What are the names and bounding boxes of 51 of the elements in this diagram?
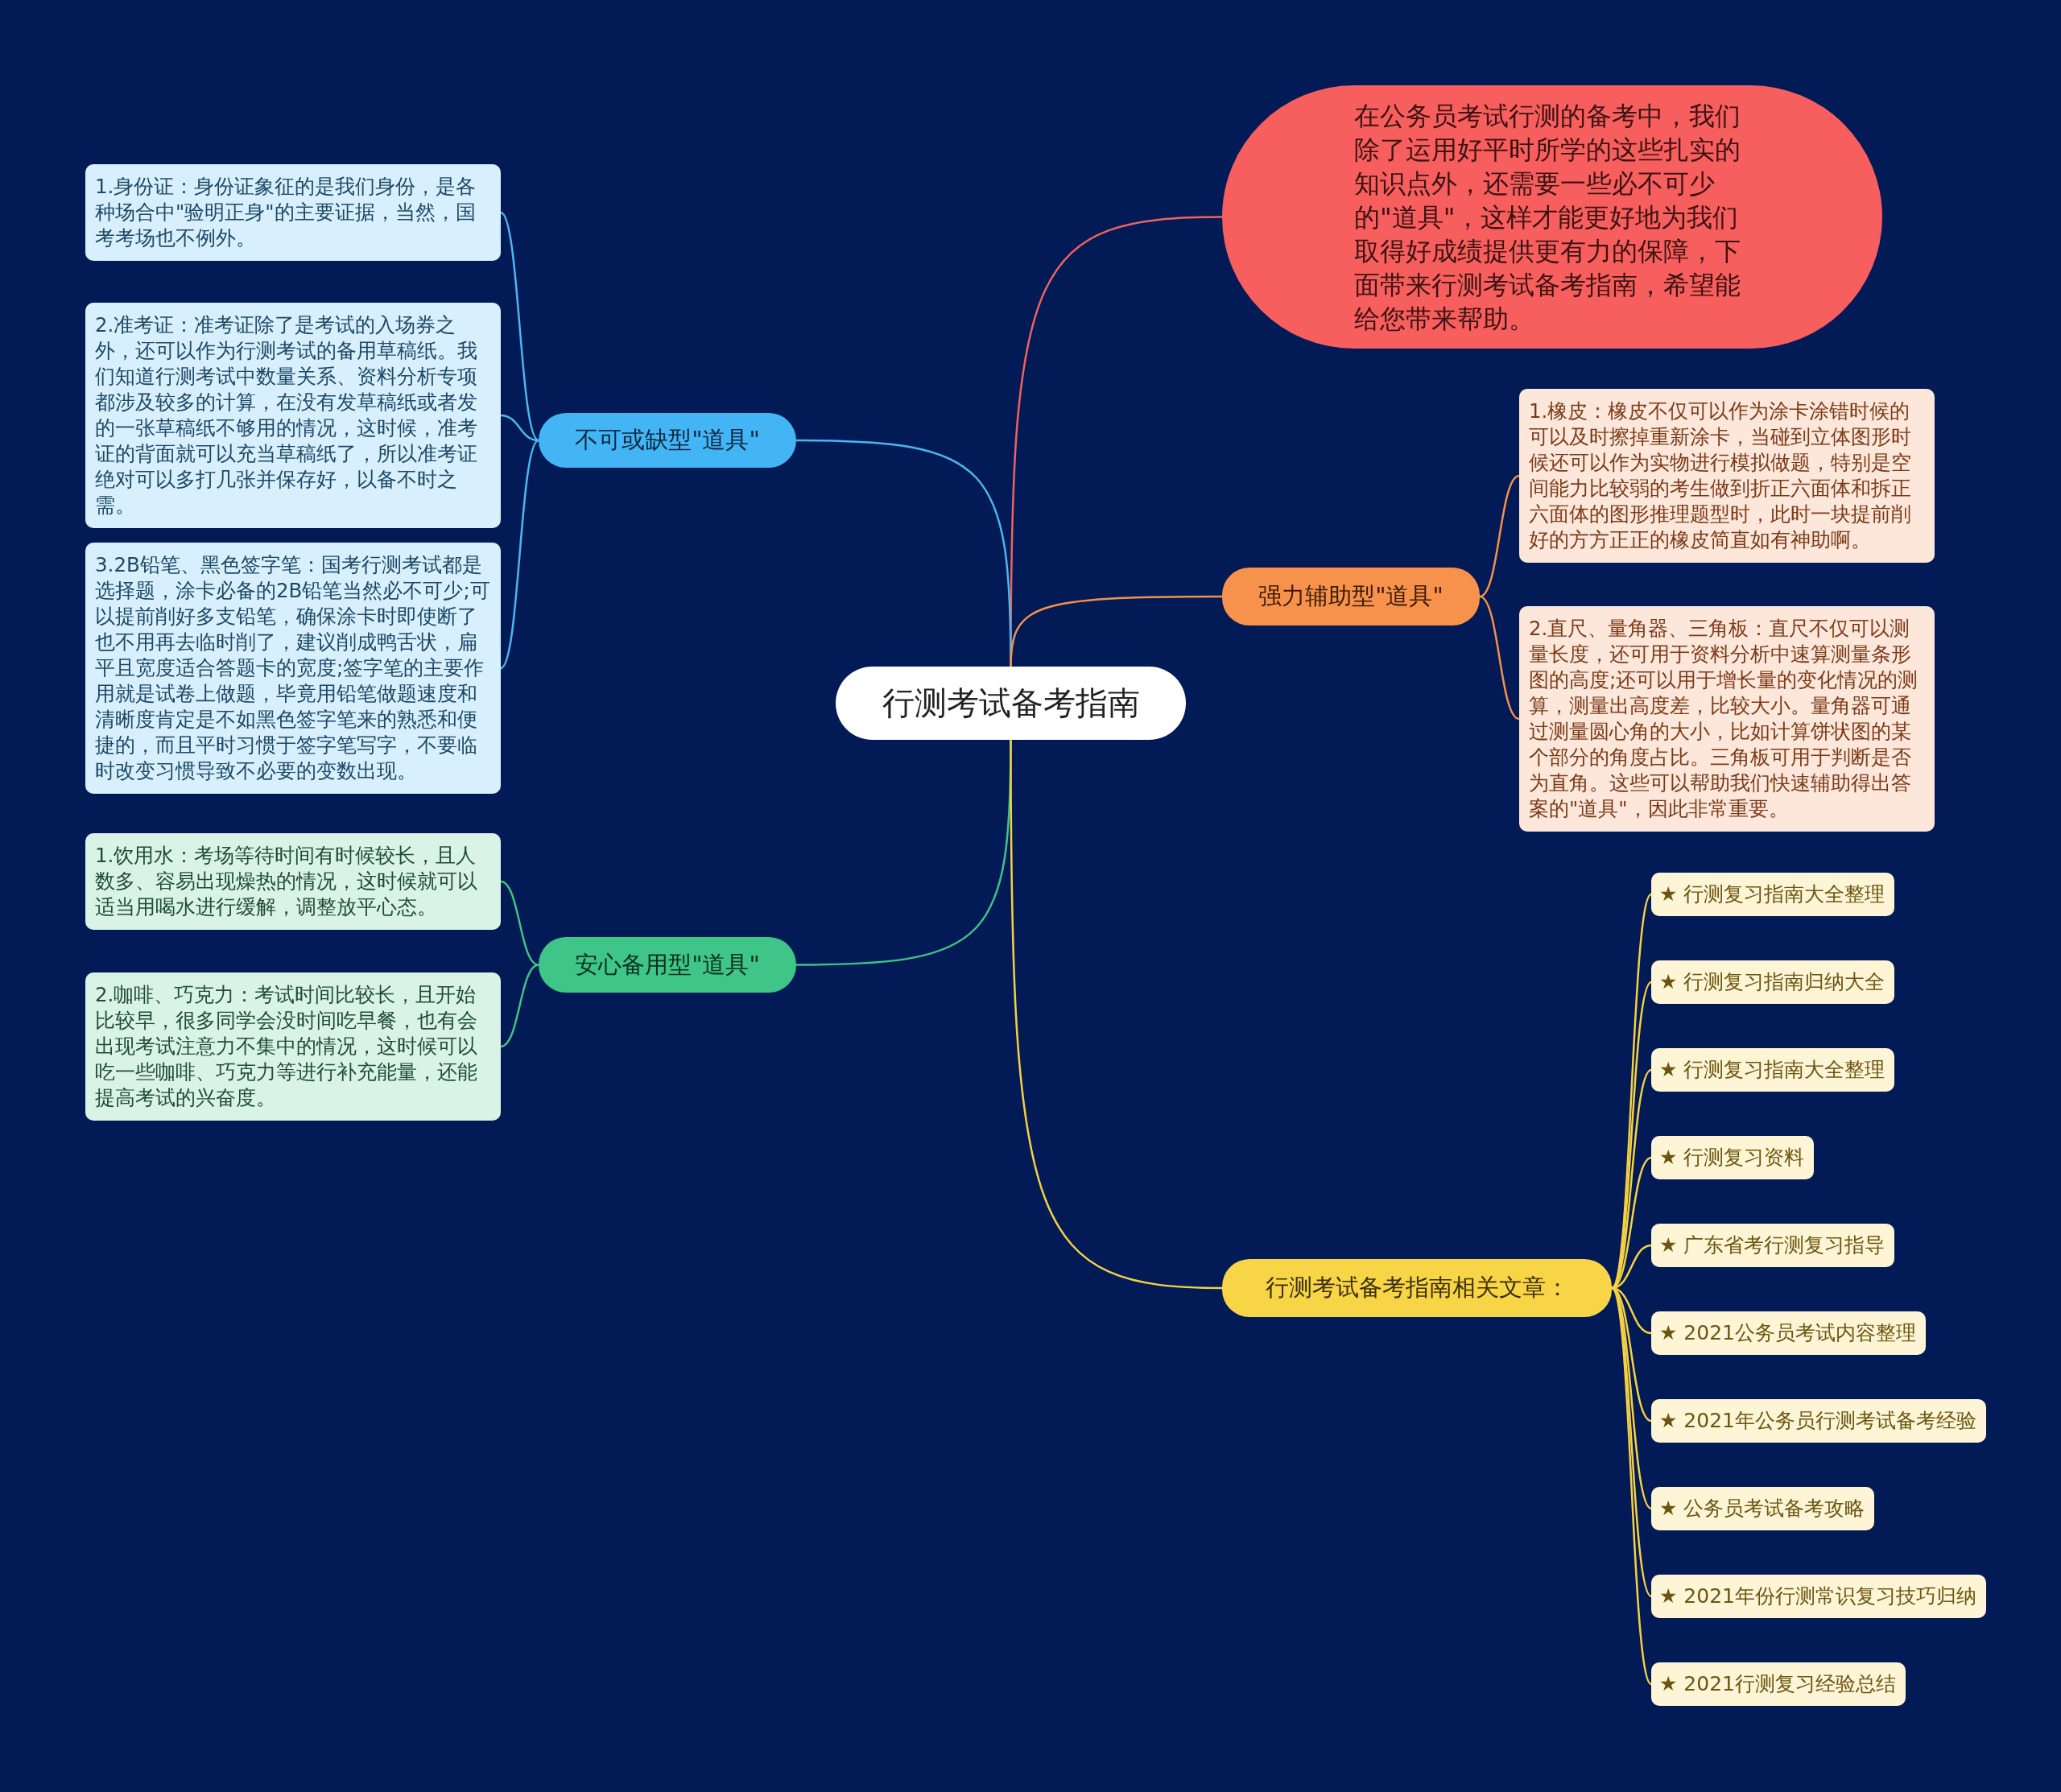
branch-label: 安心备用型"道具" [575,949,760,980]
connector-line [1010,738,1223,1290]
article-title: ★ 2021公务员考试内容整理 [1659,1321,1916,1345]
note-text: 1.身份证：身份证象征的是我们身份，是各种场合中"验明正身"的主要证据，当然，国考考场也不例外。 [95,174,477,251]
article-link-card [1651,873,1895,916]
note-text: 1.饮用水：考场等待时间有时候较长，且人数多、容易出现燥热的情况，这时候就可以适当用喝水进行缓解，调整放平心态。 [95,843,478,920]
connector-line [500,212,539,441]
note-text: 1.橡皮：橡皮不仅可以作为涂卡涂错时候的可以及时擦掉重新涂卡，当碰到立体图形时候还可以作为实物进行模拟做题，特别是空间能力比较弱的考生做到折正六面体和拆正六面体的图形推理题型时，此时一块提前削好的方方正正的橡皮简直如有神助啊。 [1529,398,1912,553]
note-card [85,303,501,528]
branch-label: 不可或缺型"道具" [575,425,760,455]
note-text: 3.2B铅笔、黑色签字笔：国考行测考试都是选择题，涂卡必备的2B铅笔当然必不可少;可以提前削好多支铅笔，确保涂卡时即使断了也不用再去临时削了，建议削成鸭舌状，扁平且宽度适合答题卡的宽度;签字笔的主要作用就是试卷上做题，毕竟用铅笔做题速度和清晰度肯定是不如黑色签字笔来的熟悉和便捷的，而且平时习惯于签字笔写字，不要临时改变习惯导致不必要的变数出现。 [95,552,491,784]
note-text: 2.直尺、量角器、三角板：直尺不仅可以测量长度，还可用于资料分析中速算测量条形图的高度;还可以用于增长量的变化情况的测算，测量出高度差，比较大小。量角器可通过测量圆心角的大小，比如计算饼状图的某个部分的角度占比。三角板可用于判断是否为直角。这些可以帮助我们快速辅助得出答案的"道具"，因此非常重要。 [1529,616,1919,822]
article-title: ★ 行测复习指南大全整理 [1659,882,1885,906]
article-link-card [1651,1575,1986,1618]
article-link-card [1651,1048,1895,1092]
article-link-card [1651,960,1895,1004]
branch-topic [1222,1259,1612,1317]
connector-line [500,964,539,1048]
article-title: ★ 2021年公务员行测考试备考经验 [1659,1409,1976,1433]
connector-line [1611,1287,1652,1597]
note-text: 2.准考证：准考证除了是考试的入场券之外，还可以作为行测考试的备用草稿纸。我们知道行测考试中数量关系、资料分析专项都涉及较多的计算，在没有发草稿纸或者发的一张草稿纸不够用的情况，这时候，准考证的背面就可以充当草稿纸了，所以准考证绝对可以多打几张并保存好，以备不时之需。 [95,312,478,518]
article-link-card [1651,1136,1815,1179]
article-link-card [1651,1487,1875,1530]
connector-line [1479,595,1520,721]
note-card [85,164,501,261]
note-card [85,833,501,930]
connector-line [1611,981,1652,1289]
article-title: ★ 广东省考行测复习指导 [1659,1233,1885,1257]
article-title: ★ 2021行测复习经验总结 [1659,1672,1896,1696]
article-link-card [1651,1311,1926,1355]
article-title: ★ 行测复习指南大全整理 [1659,1058,1885,1082]
connector-line [500,440,539,669]
article-title: ★ 行测复习资料 [1659,1146,1805,1170]
article-link-card [1651,1662,1906,1706]
article-link-card [1651,1399,1986,1443]
note-text: 2.咖啡、巧克力：考试时间比较长，且开始比较早，很多同学会没时间吃早餐，也有会出现考试注意力不集中的情况，这时候可以吃一些咖啡、巧克力等进行补充能量，还能提高考试的兴奋度。 [95,982,478,1111]
article-title: ★ 2021年份行测常识复习技巧归纳 [1659,1584,1976,1608]
branch-label: 强力辅助型"道具" [1258,581,1444,611]
article-link-card [1651,1224,1895,1267]
intro-text: 在公务员考试行测的备考中，我们除了运用好平时所学的这些扎实的知识点外，还需要一些必不可少的"道具"，这样才能更好地为我们取得好成绩提供更有力的保障，下面带来行测考试备考指南，希望能给您带来帮助。 [1354,99,1741,336]
note-card [1519,389,1935,563]
connector-line [1010,595,1222,669]
connector-line [1610,1287,1653,1685]
topic-title: 行测考试备考指南 [882,683,1140,723]
connector-line [500,414,539,442]
article-title: ★ 行测复习指南归纳大全 [1659,970,1885,994]
branch-label: 行测考试备考指南相关文章： [1265,1273,1569,1303]
connector-line [500,880,539,966]
article-title: ★ 公务员考试备考攻略 [1659,1497,1865,1521]
note-card [85,972,501,1121]
connector-line [1479,474,1520,598]
